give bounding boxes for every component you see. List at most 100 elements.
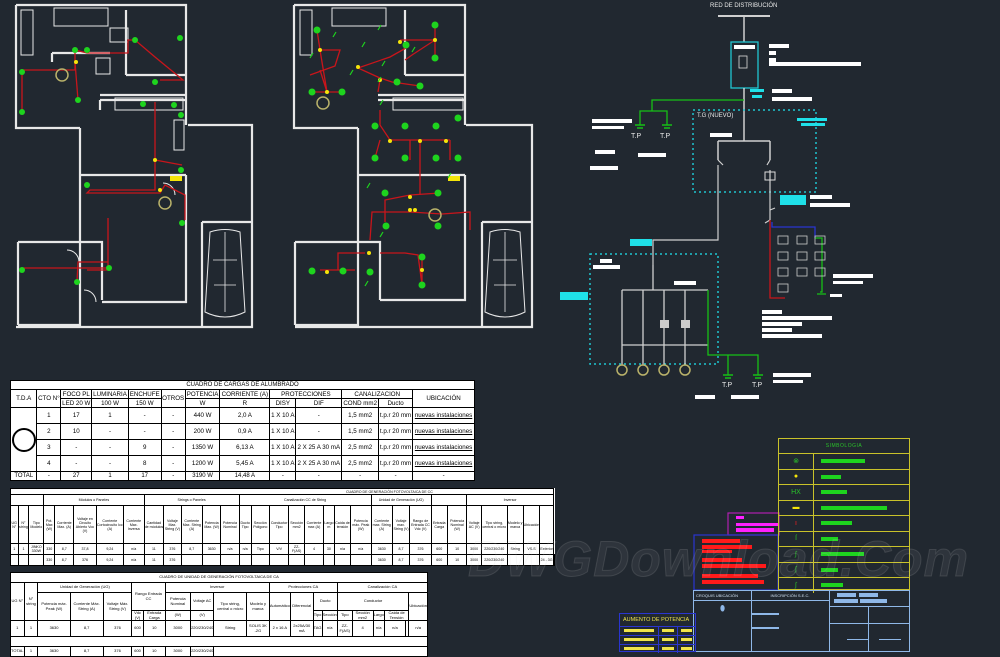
label-bar [859,593,878,597]
cell [28,554,45,566]
cell: 220/230/240 [480,554,508,566]
legend-row: ∫ [779,562,909,578]
inscripcion-cell: INSCRIPCIÓN S.E.C. [751,591,830,651]
tda-symbol [9,407,38,472]
hx-icon: HX [779,485,814,500]
ground-label: T.P [631,133,642,140]
label-bar [593,265,620,269]
cell-enchufe: 17 [127,471,162,481]
legend-row: ſ [779,531,909,547]
label-bar [736,528,774,532]
cell: 600 [430,554,448,566]
total-row: TOTAL 1 3630 8,7 376 600 10 3000 220/230… [10,646,428,657]
header-volt: Voltaje Máx. String (V) [102,592,133,621]
label-bar [837,593,856,597]
cell-ubicacion: n/a [408,620,428,637]
single-line-diagram [560,15,873,399]
outlet-icon [140,101,146,107]
label-bar [674,281,696,285]
label-bar [769,51,776,55]
legend-row: ⊗ [779,454,909,470]
label-bar [710,133,732,137]
junction-icon [158,188,162,192]
label-bar [638,153,666,157]
header-cell: Cantidad de módulos [143,505,165,544]
header-cell: Potencia Nominal [220,505,240,544]
circuit-wire [374,110,451,195]
cell-ubicacion: nuevas instalaciones [412,407,475,424]
label-bar [695,395,715,399]
cell: 3630 [370,554,393,566]
label-bar [773,380,803,383]
cell-dif: 2 X 25 A 30 mA [295,455,343,472]
title-block: CROQUIS UBICACIÓN ⬮ INSCRIPCIÓN S.E.C. [693,590,910,652]
light-icon [432,122,440,130]
light-icon [416,82,424,90]
group-header: Inversor [164,582,270,593]
label-bar [752,95,762,98]
outlet-icon [106,265,112,271]
cell-corr: 8,7 [69,646,104,657]
cell: 10 [446,554,468,566]
label-bar [797,118,827,121]
cell: 376 [409,554,432,566]
header-cell: Rango de Entrada CC Vdc (V) [409,505,432,544]
header-cell: Entrada Carga [430,505,448,544]
cell-disy: 1 X 10 A [269,423,297,440]
cell [552,554,556,566]
cell [17,554,30,566]
light-icon [339,267,347,275]
cell-enchufe: - [127,407,162,424]
header-cell: Caída de tensión [333,505,352,544]
cell-largo: n/a [372,620,385,637]
switch-icon [309,24,452,287]
cell: 330 [43,554,56,566]
cell [201,554,222,566]
outlet-icon [74,279,80,285]
header-potencia: POTENCIA [184,389,221,399]
header-cell: Corriente max (A) [304,505,324,544]
header-cell: Corriente Cortocircuito Icc (A) [95,505,124,544]
outlet-icon [132,37,138,43]
header-cell: Voltaje en Circuito Abierto Voc (V) [73,505,97,544]
cell-cond: 2,5 mm2 [341,455,379,472]
light-icon [431,54,439,62]
divider [829,606,909,607]
label-bar [736,523,778,526]
cell-corriente: 6,13 A [219,439,271,456]
group-header [9,494,45,506]
cell: 330 [43,543,56,555]
lighting-load-table: CUADRO DE CARGAS DE ALUMBRADO T.D.A CTO … [9,380,475,481]
cell-volt-ac: 220/230/240 [190,620,215,637]
cell-cto: - [36,471,62,481]
cell [268,554,290,566]
header-pot-nom-unit: (W) [164,610,192,621]
junction-icon [325,90,329,94]
pv-panel-icon [777,251,789,261]
circuit-wire [357,47,421,93]
cell-modelo: SOLIS 3K -2G [246,620,270,637]
cell-otros: - [160,423,186,440]
cell-foco: 27 [60,471,93,481]
label-bar [860,599,887,603]
wall [200,220,252,327]
group-header: Unidad de Generación (UG) [370,494,432,506]
header-pot-nom: Potencia Nominal [164,592,192,611]
group-header [430,494,468,506]
header-cell: Voltaje max. String (V) [391,505,411,544]
cell-tipo: String [213,620,248,637]
junction-dot-icon: ● [779,469,814,484]
cell: 376 [163,554,182,566]
wall [16,123,254,329]
legend-row: ▬ [779,500,909,516]
cell-potencia: 440 W [184,407,221,424]
power-increase-title: AUMENTO DE POTENCIA [620,614,695,627]
header-volt-ac-unit: (V) [190,610,215,621]
outlet-icon [75,97,81,103]
cell: 9,24 [95,554,124,566]
cell-cond: 2,5 mm2 [341,439,379,456]
pv-negative-wire [771,222,816,238]
outlet-icon [179,220,185,226]
header-largo: Largo [372,610,385,621]
divider [868,606,869,651]
